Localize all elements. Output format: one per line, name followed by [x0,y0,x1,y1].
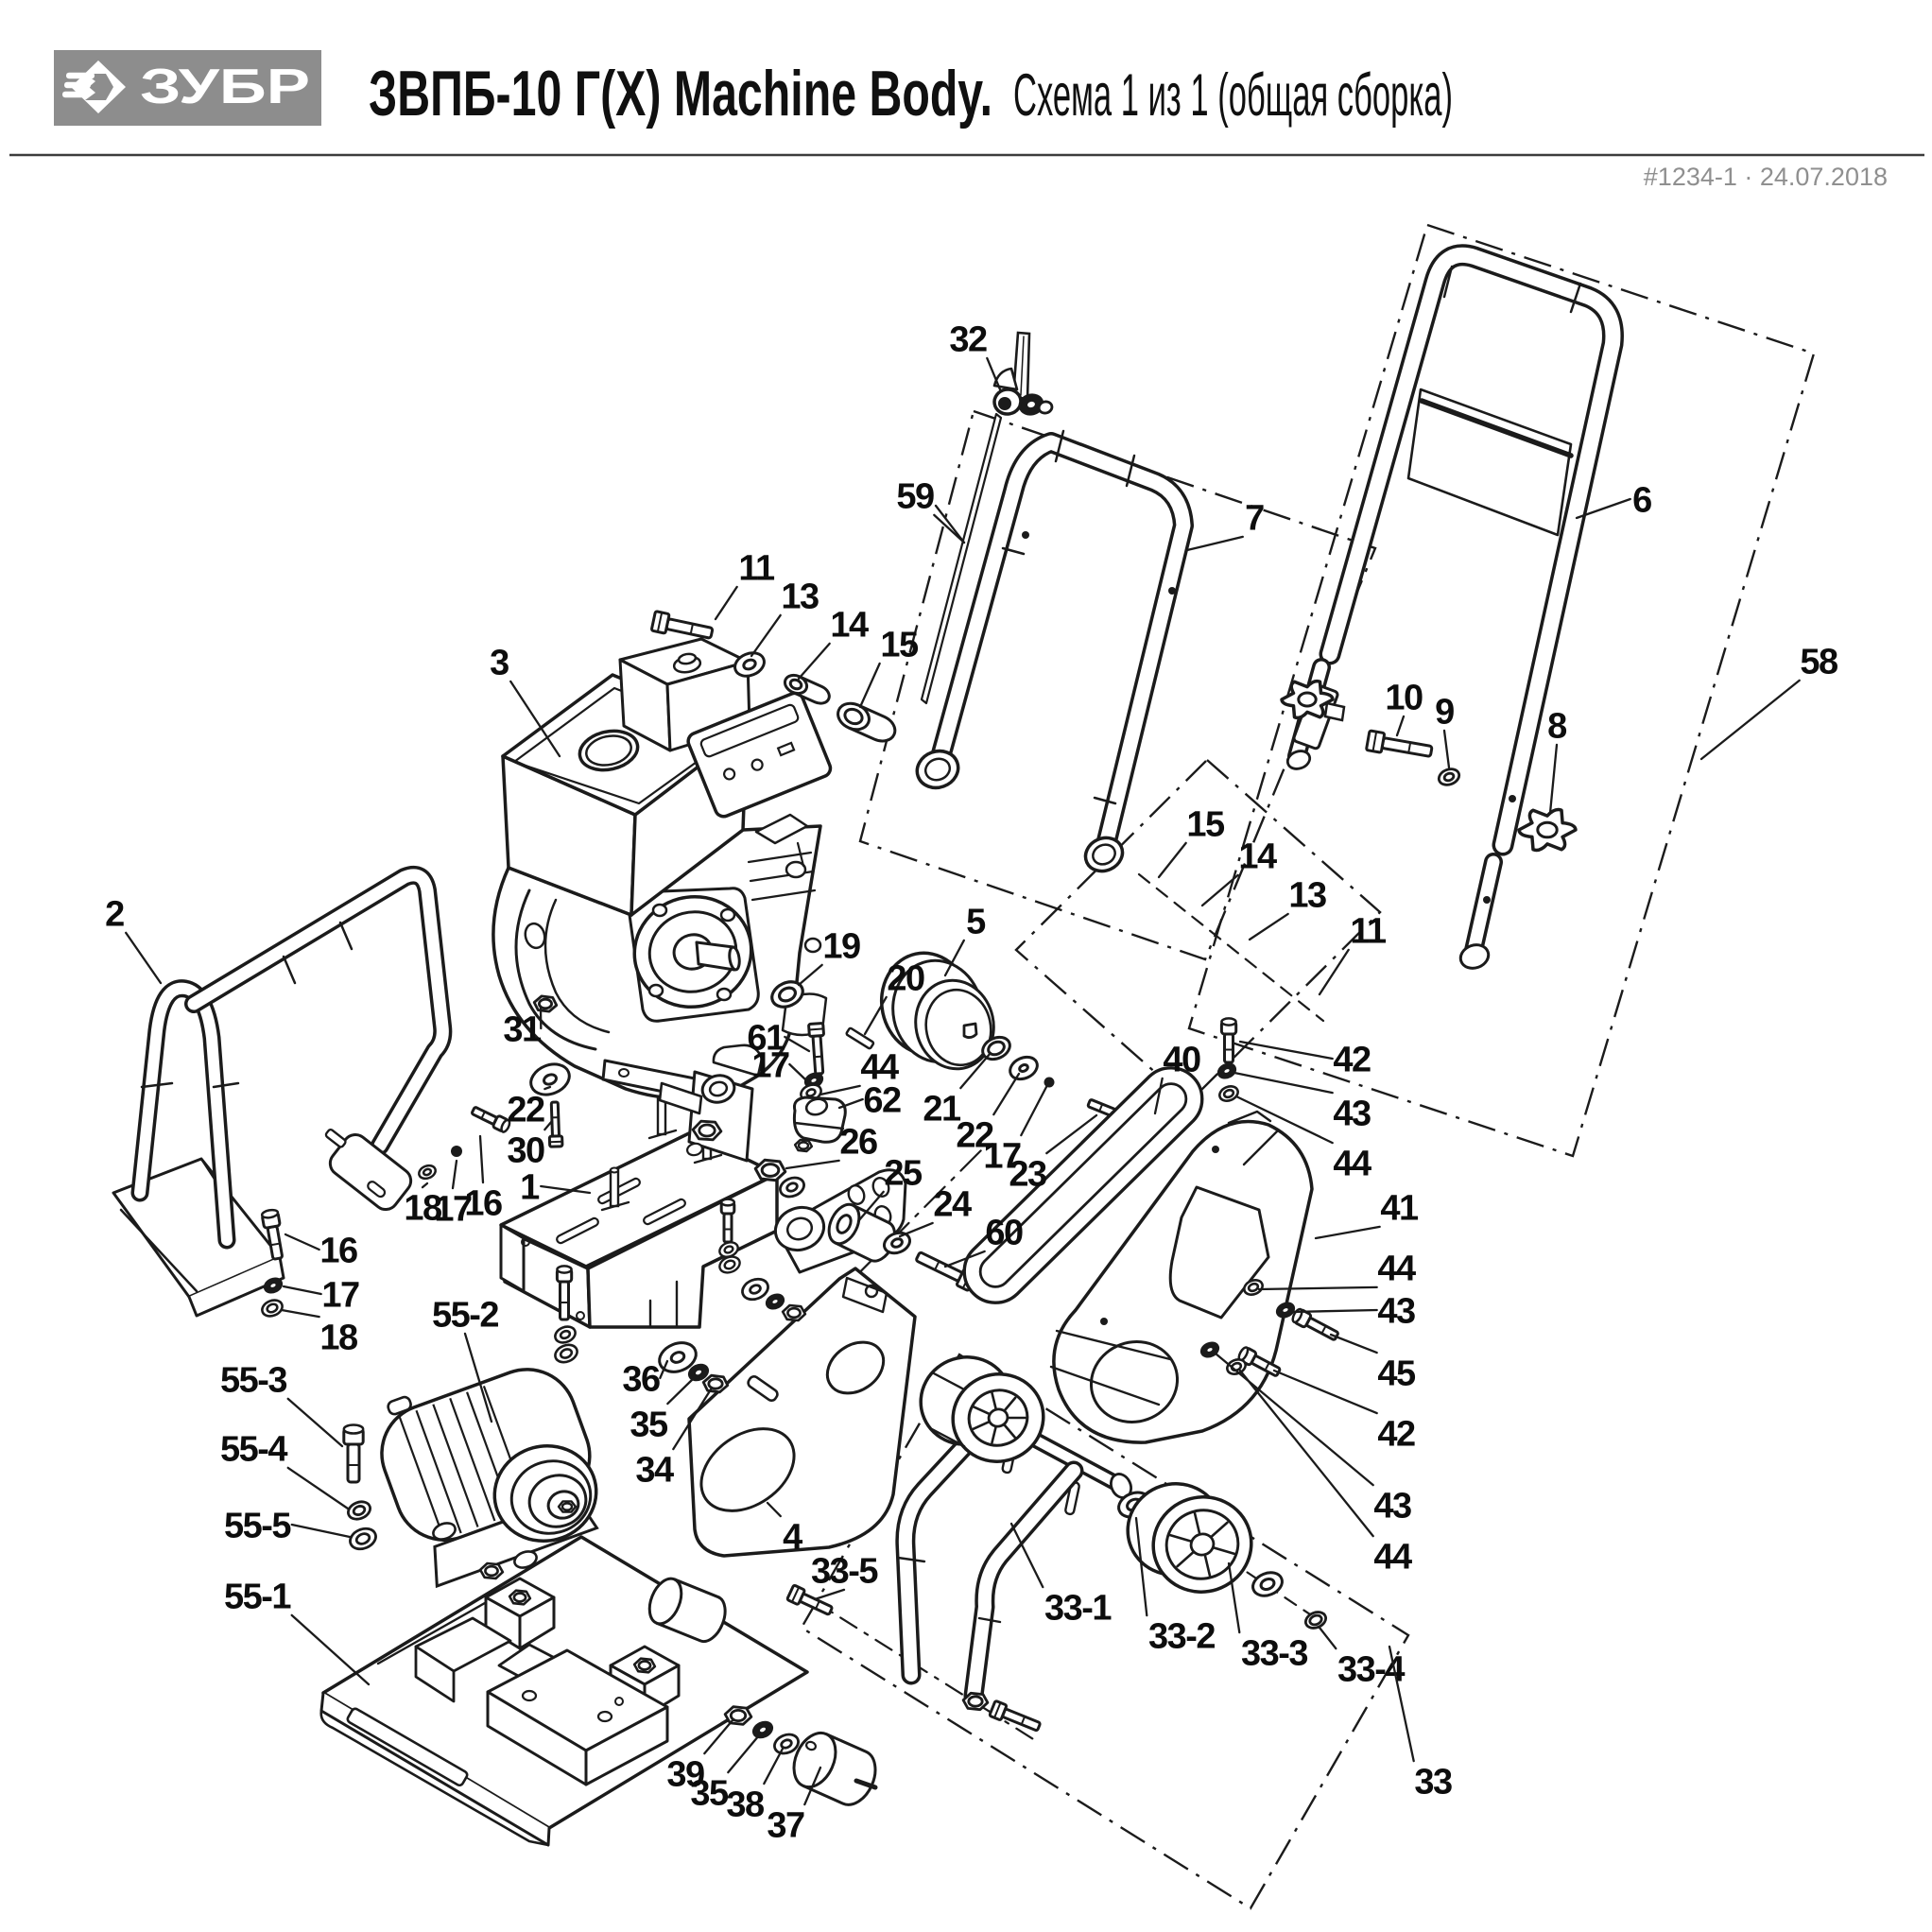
svg-text:43: 43 [1373,1487,1411,1527]
svg-text:15: 15 [880,626,919,665]
svg-text:62: 62 [863,1081,901,1121]
svg-text:19: 19 [822,927,860,967]
svg-text:16: 16 [464,1184,502,1224]
svg-text:1: 1 [520,1168,540,1208]
svg-text:3: 3 [490,644,509,683]
svg-text:18: 18 [319,1319,357,1358]
svg-text:22: 22 [507,1091,544,1130]
svg-text:33-1: 33-1 [1044,1589,1112,1629]
svg-text:58: 58 [1800,643,1837,682]
svg-text:55-2: 55-2 [432,1296,498,1336]
svg-text:21: 21 [923,1090,961,1130]
svg-text:17: 17 [321,1276,359,1316]
svg-text:55-3: 55-3 [220,1361,286,1401]
svg-text:42: 42 [1333,1041,1371,1080]
svg-text:22: 22 [956,1116,993,1156]
svg-text:55-5: 55-5 [224,1507,291,1546]
svg-text:#1234-1 · 24.07.2018: #1234-1 · 24.07.2018 [1644,163,1888,191]
svg-text:33-3: 33-3 [1241,1634,1307,1674]
svg-text:Схема 1 из 1 (общая сборка): Схема 1 из 1 (общая сборка) [1013,62,1453,129]
svg-text:17: 17 [751,1046,789,1086]
svg-text:44: 44 [1333,1145,1371,1184]
svg-text:24: 24 [933,1185,972,1225]
svg-text:40: 40 [1163,1041,1200,1080]
svg-text:42: 42 [1377,1415,1415,1455]
svg-text:33: 33 [1414,1763,1452,1803]
svg-text:26: 26 [839,1123,877,1163]
svg-text:6: 6 [1632,481,1651,521]
svg-text:38: 38 [726,1785,764,1825]
svg-text:9: 9 [1435,693,1454,733]
svg-text:33-5: 33-5 [811,1552,878,1592]
svg-text:11: 11 [1350,912,1387,952]
svg-text:8: 8 [1547,707,1566,747]
svg-text:37: 37 [767,1806,804,1846]
svg-text:59: 59 [896,477,934,517]
svg-text:32: 32 [949,320,987,360]
svg-text:45: 45 [1377,1354,1416,1394]
svg-text:34: 34 [635,1451,674,1491]
svg-text:60: 60 [985,1214,1023,1253]
svg-text:35: 35 [630,1406,668,1445]
svg-text:11: 11 [738,549,775,589]
svg-text:39: 39 [666,1755,704,1795]
svg-text:14: 14 [1238,837,1277,877]
svg-text:13: 13 [1288,876,1326,916]
svg-text:13: 13 [781,578,819,617]
svg-text:14: 14 [830,606,869,646]
svg-text:35: 35 [690,1774,729,1814]
svg-text:44: 44 [1373,1538,1412,1578]
svg-text:55-4: 55-4 [220,1430,287,1470]
svg-text:61: 61 [747,1019,785,1059]
svg-text:20: 20 [887,959,924,999]
svg-text:2: 2 [105,895,124,935]
svg-text:43: 43 [1377,1292,1415,1332]
svg-text:36: 36 [622,1360,660,1400]
svg-text:55-1: 55-1 [224,1578,291,1617]
svg-text:41: 41 [1380,1189,1419,1229]
svg-text:18: 18 [404,1189,441,1229]
svg-text:7: 7 [1245,499,1264,539]
svg-text:31: 31 [503,1010,542,1050]
svg-text:25: 25 [884,1154,923,1194]
svg-text:ЗВПБ-10 Г(Х) Machine Body.: ЗВПБ-10 Г(Х) Machine Body. [369,58,992,129]
svg-text:10: 10 [1385,679,1423,718]
svg-text:17: 17 [983,1137,1021,1177]
svg-text:5: 5 [966,903,986,942]
svg-text:43: 43 [1333,1095,1371,1134]
svg-text:ЗУБР: ЗУБР [140,60,310,114]
svg-text:44: 44 [860,1048,899,1088]
svg-text:4: 4 [783,1518,802,1558]
svg-text:33-2: 33-2 [1148,1617,1215,1657]
svg-text:30: 30 [507,1131,544,1171]
svg-text:15: 15 [1186,805,1225,845]
svg-text:44: 44 [1377,1250,1416,1289]
svg-text:17: 17 [434,1190,472,1230]
svg-text:16: 16 [319,1232,357,1271]
svg-text:23: 23 [1009,1155,1046,1195]
